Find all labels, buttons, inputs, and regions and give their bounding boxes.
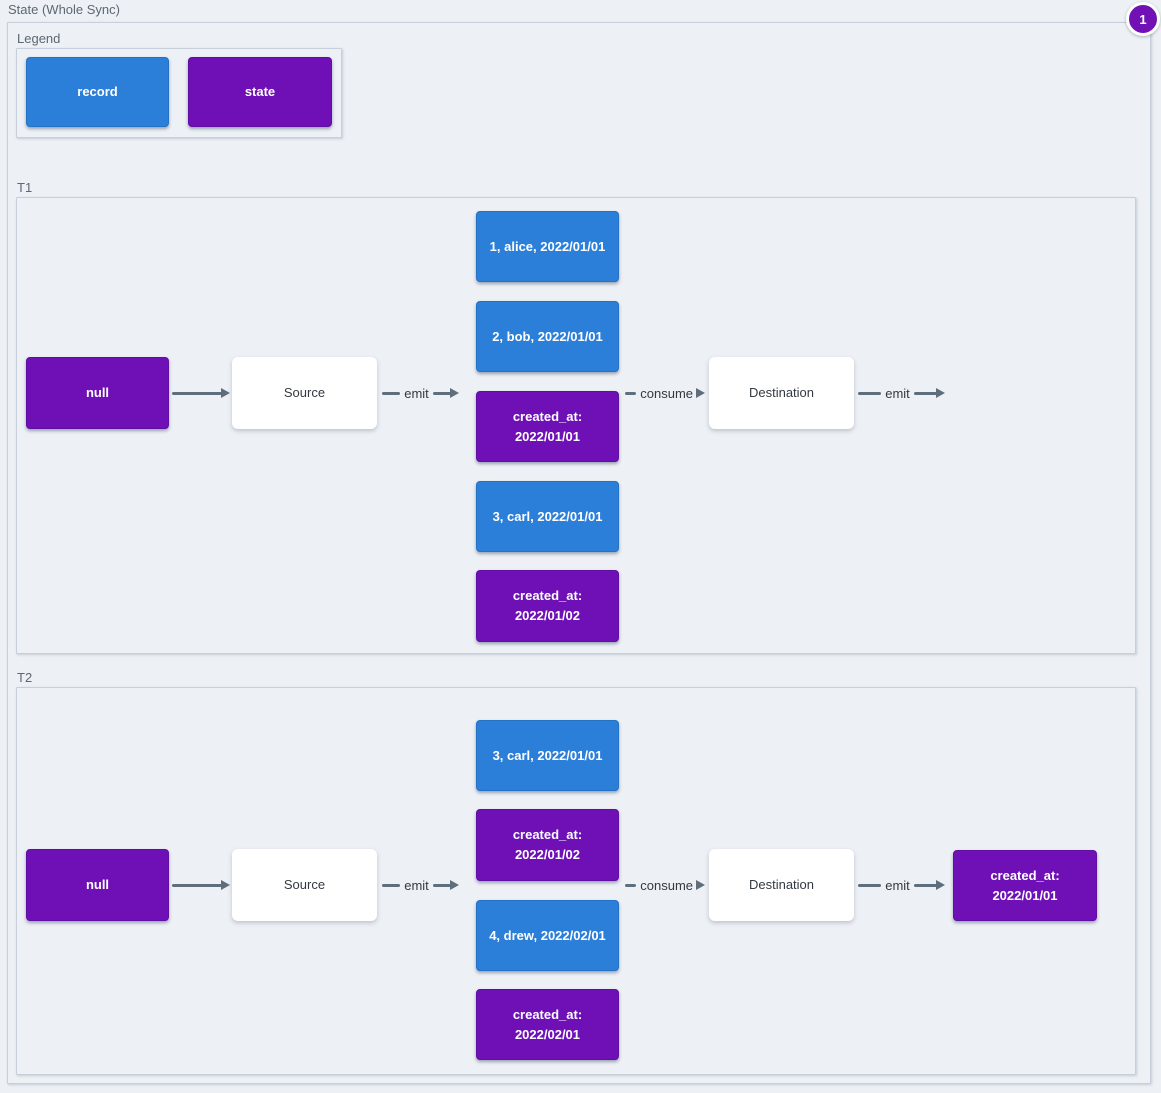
arrow-line <box>432 883 451 887</box>
arrowhead-icon <box>696 388 705 398</box>
arrow-consume: consume <box>625 877 705 893</box>
edge-label-emit: emit <box>885 877 910 893</box>
arrow <box>172 878 230 892</box>
arrowhead-icon <box>936 388 945 398</box>
edge-label-emit: emit <box>404 385 429 401</box>
arrow-consume: consume <box>625 385 705 401</box>
arrow-line <box>913 883 937 887</box>
queue-record-node: 2, bob, 2022/01/01 <box>476 301 619 372</box>
cluster-legend <box>16 48 342 138</box>
queue-record-node: 3, carl, 2022/01/01 <box>476 481 619 552</box>
queue-record-node: 3, carl, 2022/01/01 <box>476 720 619 791</box>
edge-label-emit: emit <box>404 877 429 893</box>
edge-label-consume: consume <box>640 385 693 401</box>
cluster-t1 <box>16 197 1136 654</box>
arrow-line <box>858 883 882 887</box>
arrow-line <box>913 391 937 395</box>
edge-label-emit: emit <box>885 385 910 401</box>
arrowhead-icon <box>221 880 230 890</box>
queue-record-node: 4, drew, 2022/02/01 <box>476 900 619 971</box>
queue-state-node: created_at: 2022/01/02 <box>476 809 619 881</box>
arrow-emit: emit <box>858 877 945 893</box>
arrow-line <box>172 391 222 395</box>
input-state-node: null <box>26 849 169 921</box>
arrow-line <box>172 883 222 887</box>
output-state-node: created_at: 2022/01/01 <box>953 850 1097 921</box>
arrow-line <box>382 391 401 395</box>
arrow-emit: emit <box>382 877 459 893</box>
queue-state-node: created_at: 2022/02/01 <box>476 989 619 1060</box>
legend-state-swatch: state <box>188 57 332 127</box>
arrow <box>172 386 230 400</box>
cluster-t2 <box>16 687 1136 1075</box>
queue-state-node: created_at: 2022/01/01 <box>476 391 619 462</box>
arrowhead-icon <box>221 388 230 398</box>
source-node: Source <box>232 357 377 429</box>
cluster-t2-label: T2 <box>17 670 33 685</box>
legend-record-swatch: record <box>26 57 169 127</box>
arrow-line <box>432 391 451 395</box>
cluster-whole-sync <box>7 22 1151 1084</box>
annotation-badge: 1 <box>1126 2 1160 36</box>
destination-node: Destination <box>709 357 854 429</box>
arrow-line <box>625 391 637 395</box>
arrow-emit: emit <box>382 385 459 401</box>
arrowhead-icon <box>936 880 945 890</box>
source-node: Source <box>232 849 377 921</box>
arrow-line <box>382 883 401 887</box>
arrow-emit: emit <box>858 385 945 401</box>
queue-state-node: created_at: 2022/01/02 <box>476 570 619 642</box>
input-state-node: null <box>26 357 169 429</box>
arrowhead-icon <box>450 880 459 890</box>
arrowhead-icon <box>696 880 705 890</box>
arrow-line <box>858 391 882 395</box>
arrow-line <box>625 883 637 887</box>
edge-label-consume: consume <box>640 877 693 893</box>
whole-sync-title: State (Whole Sync) <box>8 2 120 17</box>
queue-record-node: 1, alice, 2022/01/01 <box>476 211 619 282</box>
legend-label: Legend <box>17 31 61 46</box>
destination-node: Destination <box>709 849 854 921</box>
arrowhead-icon <box>450 388 459 398</box>
cluster-t1-label: T1 <box>17 180 33 195</box>
